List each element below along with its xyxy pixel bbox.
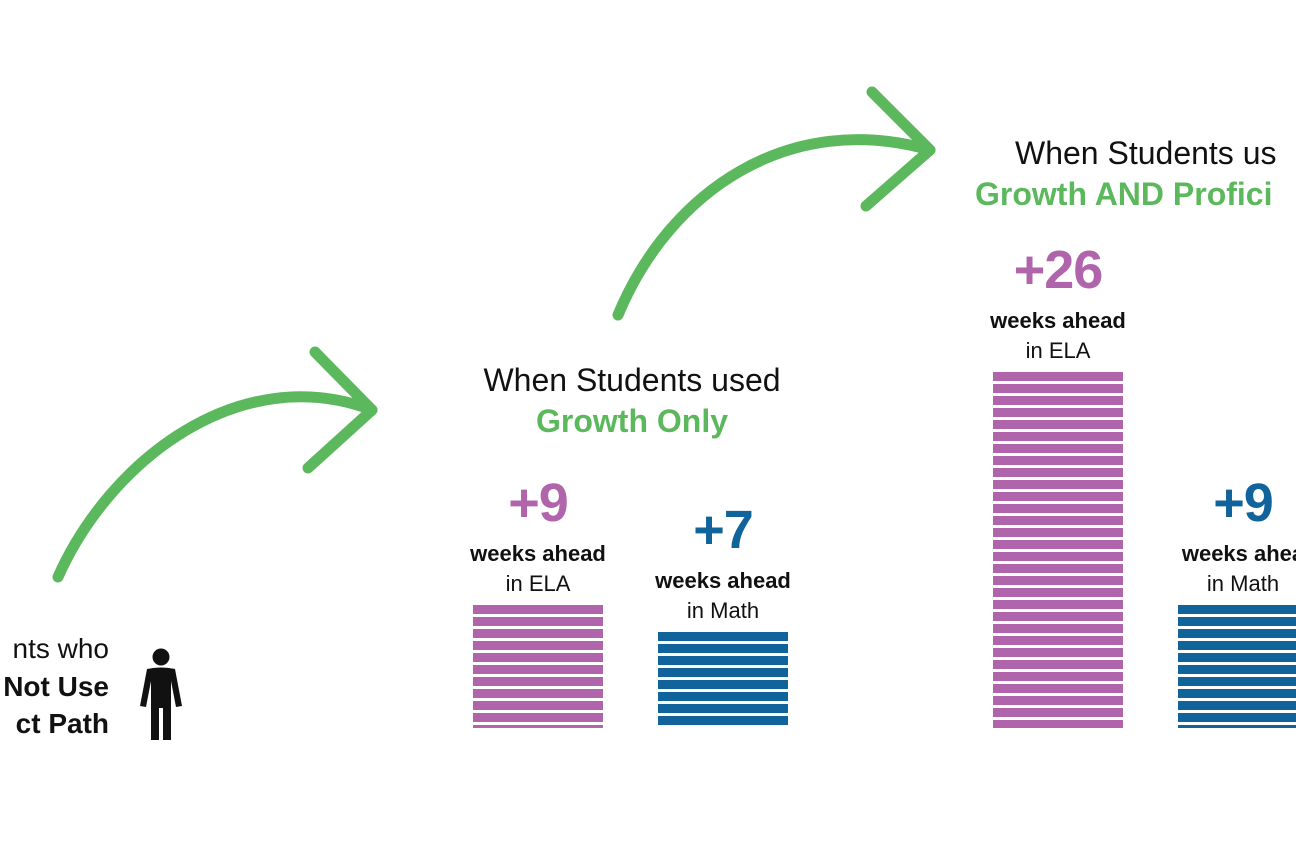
- bar-1-ela: [473, 605, 603, 728]
- bar-subject-label: in ELA: [1025, 338, 1091, 363]
- bar-value-label: +9: [1213, 473, 1274, 533]
- baseline-line1: nts who: [12, 633, 110, 664]
- bar-1-math: [658, 632, 788, 728]
- bar-subject-label: in Math: [1206, 571, 1280, 596]
- arrow-1-head: [302, 346, 378, 474]
- bar-value-label: +26: [1013, 240, 1104, 300]
- bar-weeks-label: weeks ahead: [470, 541, 606, 566]
- bar-2-ela: [993, 372, 1123, 728]
- bar-weeks-label: weeks ahea: [1181, 541, 1296, 566]
- stage1-highlight: Growth Only: [536, 403, 728, 439]
- arrow-2-head: [860, 86, 936, 212]
- bar-2-math: [1178, 605, 1296, 728]
- bar-subject-label: in Math: [686, 598, 760, 623]
- bar-subject-label: in ELA: [505, 571, 571, 596]
- bar-weeks-label: weeks ahead: [655, 568, 791, 593]
- baseline-line3: ct Path: [15, 708, 109, 739]
- bar-value-label: +7: [693, 500, 754, 560]
- baseline-line2: Not Use: [3, 671, 109, 702]
- stage1-heading: When Students used: [483, 362, 781, 398]
- bar-value-label: +9: [508, 473, 569, 533]
- stage2-heading: When Students us: [1015, 135, 1277, 171]
- stage2-highlight: Growth AND Profici: [975, 176, 1273, 212]
- person-icon: [140, 648, 182, 740]
- arrow-2-curve: [612, 134, 936, 321]
- bar-weeks-label: weeks ahead: [990, 308, 1126, 333]
- arrow-1-curve: [52, 391, 378, 583]
